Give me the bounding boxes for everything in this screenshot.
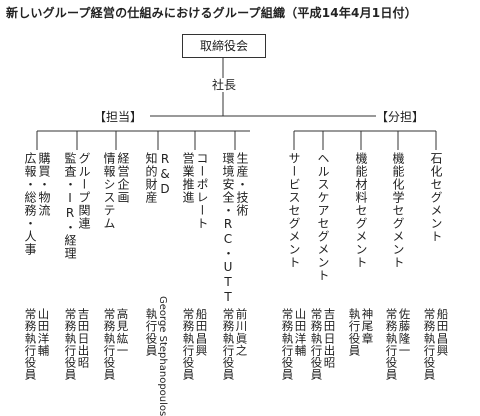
tanto-responsibility: R&D [158, 152, 172, 197]
tanto-responsibility: グループ関連 [77, 152, 91, 230]
tanto-responsibility: 情報システム [102, 152, 116, 230]
bunzen-responsibility: 機能化学セグメント [391, 152, 405, 269]
tanto-responsibility: 経営企画 [116, 152, 130, 204]
bunzen-officer-title: 常務執行役員 [280, 308, 295, 381]
bunzen-officer-name: 神尾章 [360, 308, 375, 345]
bunzen-label: 【分担】 [376, 110, 425, 124]
tanto-officer-name: 前川眞之 [234, 308, 249, 357]
tanto-officer-name: 高見紘一 [115, 308, 130, 357]
tanto-responsibility: 環境安全・RC・UTT [221, 152, 235, 305]
president-label: 社長 [212, 78, 237, 92]
bunzen-officer-name: 吉田日出昭 [322, 308, 337, 369]
tanto-responsibility: コーポレート [195, 152, 209, 230]
bunzen-responsibility: サービスセグメント [287, 152, 301, 269]
bunzen-officer-title: 常務執行役員 [422, 308, 437, 381]
tanto-label: 【担当】 [94, 110, 143, 124]
tanto-officer-title: 常務執行役員 [102, 308, 117, 381]
board-of-directors-box: 取締役会 [182, 34, 266, 58]
bunzen-officer-name: 山田洋輔 [293, 308, 308, 357]
org-chart-connectors [36, 57, 437, 150]
tanto-officer-name: 吉田日出昭 [76, 308, 91, 369]
bunzen-officer-title: 常務執行役員 [309, 308, 324, 381]
page-title: 新しいグループ経営の仕組みにおけるグループ組織（平成14年4月1日付） [6, 6, 417, 20]
tanto-officer-title: 常務執行役員 [221, 308, 236, 381]
bunzen-officer-title: 常務執行役員 [384, 308, 399, 381]
bunzen-responsibility: 石化セグメント [429, 152, 443, 243]
bunzen-officer-name: 佐藤隆一 [397, 308, 412, 357]
tanto-responsibility: 購買・物流 [37, 152, 51, 217]
tanto-responsibility: 監査・IR・経理 [63, 152, 77, 260]
bunzen-responsibility: 機能材料セグメント [354, 152, 368, 269]
tanto-responsibility: 営業推進 [181, 152, 195, 204]
tanto-officer-title: 常務執行役員 [63, 308, 78, 381]
tanto-responsibility: 広報・総務・人事 [23, 152, 37, 256]
bunzen-officer-name: 船田昌興 [435, 308, 450, 357]
tanto-officer-name: George Stephanopoulos [157, 296, 168, 416]
tanto-officer-name: 船田昌興 [194, 308, 209, 357]
tanto-responsibility: 生産・技術 [235, 152, 249, 217]
tanto-responsibility: 知的財産 [144, 152, 158, 204]
bunzen-responsibility: ヘルスケアセグメント [316, 152, 330, 282]
tanto-officer-title: 常務執行役員 [181, 308, 196, 381]
tanto-officer-title: 常務執行役員 [23, 308, 38, 381]
tanto-officer-title: 執行役員 [144, 308, 159, 357]
tanto-officer-name: 山田洋輔 [36, 308, 51, 357]
bunzen-officer-title: 執行役員 [347, 308, 362, 357]
